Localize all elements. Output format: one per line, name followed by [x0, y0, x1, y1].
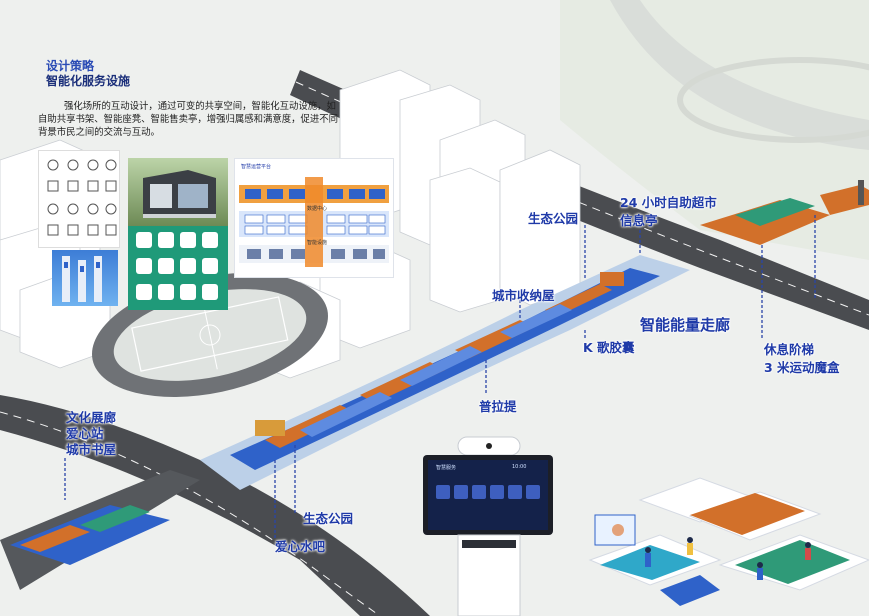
- label-eco-park-top: 生态公园: [528, 211, 579, 226]
- platform-chart-title: 智慧运营平台: [241, 164, 272, 170]
- smart-kiosk: [423, 436, 553, 616]
- platform-node: 数据中心: [307, 206, 328, 212]
- lawn-ring: [677, 57, 869, 143]
- label-eco-park-bottom: 生态公园: [303, 511, 354, 526]
- label-supermarket: 24 小时自助超市: [620, 195, 717, 210]
- leader-lines: [64, 215, 816, 540]
- green-service-panel: [128, 226, 228, 310]
- icon-grid-panel: [38, 150, 120, 248]
- culture-plaza: [10, 505, 170, 565]
- label-rest-stairs: 休息阶梯: [764, 342, 815, 357]
- section-title: 设计策略: [46, 59, 95, 73]
- body-line: 自助共享书架、智能座凳、智能售卖亭，增强归属感和满意度，促进不同: [38, 114, 339, 125]
- lower-road: [0, 395, 430, 616]
- label-sports-box: 3 米运动魔盒: [764, 360, 840, 375]
- label-storage-house: 城市收纳屋: [492, 288, 555, 303]
- label-info-kiosk: 信息亭: [620, 213, 658, 228]
- platform-node: 智能设施: [307, 240, 328, 246]
- rest-stairs-area: [700, 180, 869, 245]
- label-city-bookhouse: 城市书屋: [66, 442, 117, 457]
- platform-chart-panel: 智慧运营平台 数据中心 智能设施: [234, 158, 394, 278]
- smart-corridor: [200, 255, 690, 490]
- label-love-station: 爱心站: [66, 426, 104, 441]
- kiosk-time: 10:00: [512, 464, 527, 470]
- label-ktv-capsule: K 歌胶囊: [583, 340, 635, 355]
- label-smart-corridor: 智能能量走廊: [640, 316, 731, 334]
- curved-path: [610, 0, 869, 150]
- label-water-bar: 爱心水吧: [275, 539, 326, 554]
- section-subtitle: 智能化服务设施: [46, 74, 131, 88]
- pavilion-photo-panel: [128, 158, 228, 226]
- label-pilates: 普拉提: [479, 399, 517, 414]
- label-culture-gallery: 文化展廊: [66, 410, 117, 425]
- body-line: 强化场所的互动设计，通过可变的共享空间，智能化互动设施，如: [64, 101, 336, 112]
- kiosk-photo-panel: [52, 250, 118, 306]
- body-line: 背景市民之间的交流与互动。: [38, 127, 160, 138]
- sports-illustration: [588, 477, 869, 606]
- section-body: 强化场所的互动设计，通过可变的共享空间，智能化互动设施，如 自助共享书架、智能座…: [38, 100, 378, 139]
- kiosk-header: 智慧服务: [436, 465, 457, 471]
